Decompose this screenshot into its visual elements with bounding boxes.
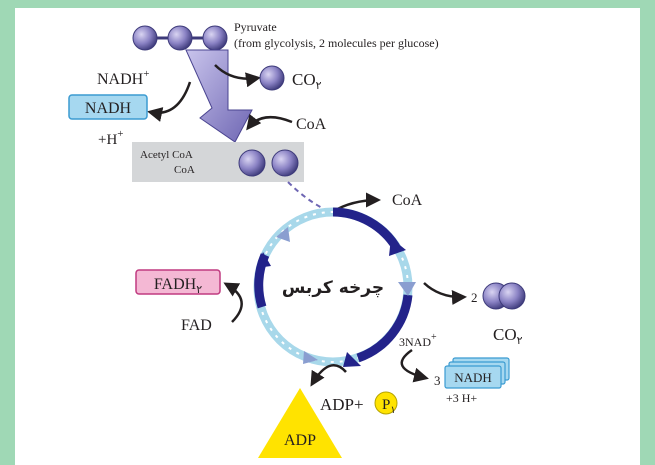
cycle-arrowhead-1 [389, 238, 406, 256]
nadh-formation-arrow-cycle [400, 348, 429, 383]
fadh2-label: FADH [154, 276, 197, 293]
cycle-arrowhead-6 [276, 227, 290, 242]
svg-text:CO۲: CO۲ [493, 325, 523, 347]
co2-count: 2 [471, 290, 478, 305]
adp-label: ADP [284, 432, 316, 449]
pyruvate-label: Pyruvate [234, 20, 277, 34]
fadh2-formation-arrow [223, 282, 243, 323]
atp-formation-arrow [310, 364, 347, 387]
three-h-plus-label: +3 H+ [446, 391, 477, 405]
krebs-cycle-ring [253, 207, 416, 367]
acetyl-entry-dashed-line [287, 181, 327, 211]
cycle-arrowhead-3 [257, 252, 271, 268]
co2-label-top: CO [292, 70, 316, 89]
cycle-arrowhead-4 [398, 282, 416, 296]
cycle-arrowhead-5 [303, 351, 318, 364]
acetyl-molecule-1 [238, 149, 266, 177]
phosphate-sub: ۱ [390, 405, 395, 416]
content-panel [15, 8, 640, 465]
nadh-count: 3 [434, 373, 441, 388]
svg-text:NADH+: NADH+ [97, 68, 149, 88]
co2-molecule-cycle-2 [498, 282, 526, 310]
pyruvate-to-acetyl-arrow [185, 49, 253, 143]
nadh-box-cycle-label: NADH [454, 370, 492, 385]
fadh2-box [135, 269, 221, 295]
svg-text:+H+: +H+ [98, 128, 124, 148]
nadh-box-top [68, 94, 148, 120]
coa-entry-arrow [246, 113, 293, 131]
svg-text:CO۲: CO۲ [292, 70, 322, 92]
pyruvate-molecule [132, 25, 228, 51]
svg-text:3NAD+: 3NAD+ [399, 332, 437, 349]
fadh2-sub: ۲ [196, 284, 202, 296]
coa-label-cycle: CoA [392, 192, 423, 209]
co2-molecule [259, 65, 285, 91]
svg-text:FADH۲: FADH۲ [154, 276, 202, 296]
pyruvate-note: (from glycolysis, 2 molecules per glucos… [234, 36, 439, 50]
krebs-cycle-title: چرخه کربس [282, 278, 384, 298]
acetyl-molecule-2 [271, 149, 299, 177]
co2-label-cycle: CO [493, 325, 517, 344]
nad-label: 3NAD [399, 335, 431, 349]
phosphate-label: P [382, 397, 390, 413]
h-plus-sup: + [117, 128, 123, 140]
co2-sub-cycle: ۲ [517, 335, 523, 347]
nadh-box-top-label: NADH [85, 100, 132, 117]
adp-plus-label: ADP+ [320, 395, 364, 414]
acetyl-coa-sublabel: CoA [174, 164, 195, 176]
adp-triangle [258, 388, 342, 458]
nadh-plus-label: NADH [97, 71, 144, 88]
nadh-plus-sup: + [143, 68, 149, 80]
svg-text:P۱: P۱ [382, 397, 396, 416]
co2-release-arrow [214, 64, 261, 88]
co2-sub-top: ۲ [316, 80, 322, 92]
co2-release-arrow-cycle [423, 282, 467, 305]
coa-label-top: CoA [296, 116, 327, 133]
cycle-arrowhead-2 [343, 352, 361, 367]
h-plus-label: +H [98, 132, 117, 148]
nadh-stack [444, 357, 510, 389]
cycle-segment-right [356, 294, 413, 363]
phosphate-circle [374, 391, 398, 415]
nadh-formation-arrow [147, 81, 192, 122]
acetyl-coa-label: Acetyl CoA [140, 149, 193, 161]
nad-sup: + [431, 332, 437, 343]
fad-label: FAD [181, 317, 212, 334]
